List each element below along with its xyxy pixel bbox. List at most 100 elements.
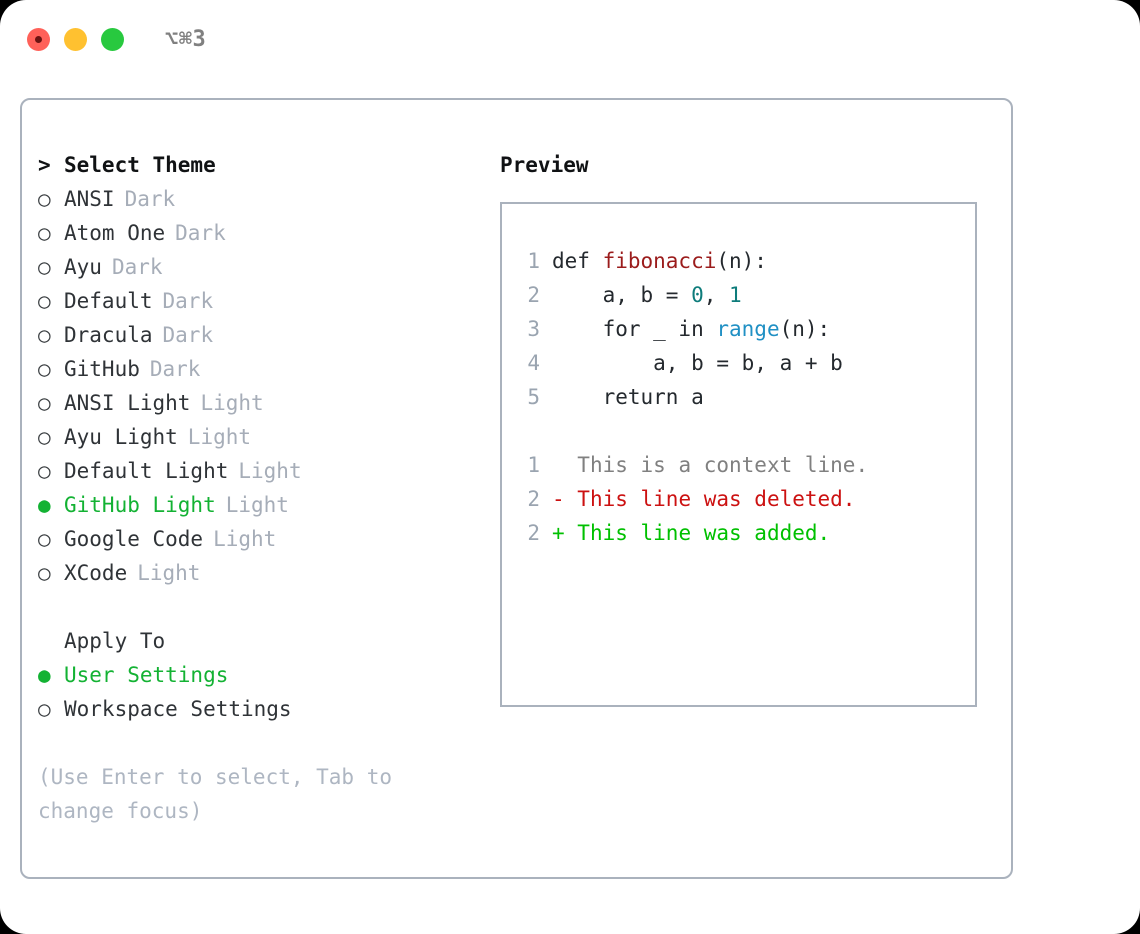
radio-unselected-icon[interactable]: ○ (38, 187, 51, 211)
theme-item-label: XCode (64, 561, 128, 585)
line-number: 2 (527, 487, 540, 511)
theme-item-label: Dracula (64, 323, 153, 347)
radio-unselected-icon[interactable]: ○ (38, 425, 51, 449)
code-line: 3 for _ in range (n): (502, 312, 975, 346)
apply-to-item-user-settings[interactable]: ● User Settings (38, 658, 478, 692)
line-number: 2 (527, 521, 540, 545)
radio-selected-icon[interactable]: ● (38, 663, 51, 687)
theme-item-google-code[interactable]: ○ Google Code Light (38, 522, 478, 556)
code-token: a, b = (552, 283, 692, 307)
theme-item-label: Ayu Light (64, 425, 178, 449)
line-number: 3 (527, 317, 540, 341)
theme-item-tag: Light (187, 425, 252, 449)
minimize-window-button[interactable] (64, 27, 87, 51)
code-token: (n): (779, 317, 831, 341)
line-number: 5 (527, 385, 540, 409)
theme-item-default[interactable]: ○ Default Dark (38, 284, 478, 318)
apply-to-item-label: Workspace Settings (64, 697, 292, 721)
theme-item-default-light[interactable]: ○ Default Light Light (38, 454, 478, 488)
diff-line-added: 2 + This line was added. (502, 516, 975, 550)
theme-item-github[interactable]: ○ GitHub Dark (38, 352, 478, 386)
radio-unselected-icon[interactable]: ○ (38, 459, 51, 483)
theme-selector-list: > Select Theme ○ ANSI Dark ○ Atom One Da… (38, 148, 478, 726)
radio-unselected-icon[interactable]: ○ (38, 357, 51, 381)
traffic-light-group (27, 27, 124, 51)
radio-unselected-icon[interactable]: ○ (38, 255, 51, 279)
theme-item-label: Default (64, 289, 153, 313)
diff-text: This is a context line. (564, 453, 869, 477)
code-token: def (552, 249, 603, 273)
preview-title: Preview (500, 153, 589, 177)
code-line: 4 a, b = b, a + b (502, 346, 975, 380)
list-spacer (38, 590, 478, 624)
code-token: , (703, 283, 730, 307)
maximize-window-button[interactable] (101, 27, 124, 51)
keyboard-hint-text: (Use Enter to select, Tab to change focu… (38, 765, 405, 823)
diff-line-context: 1 This is a context line. (502, 448, 975, 482)
radio-unselected-icon[interactable]: ○ (38, 221, 51, 245)
theme-item-label: ANSI (64, 187, 115, 211)
code-token-function: fibonacci (602, 249, 717, 273)
keyboard-shortcut-label: ⌥⌘3 (165, 26, 207, 52)
select-theme-heading-label: Select Theme (64, 153, 216, 177)
diff-text: This line was added. (564, 521, 831, 545)
theme-item-tag: Dark (111, 255, 163, 279)
radio-unselected-icon[interactable]: ○ (38, 391, 51, 415)
main-panel: > Select Theme ○ ANSI Dark ○ Atom One Da… (20, 98, 1013, 879)
theme-item-label: Atom One (64, 221, 166, 245)
code-token: (n): (716, 249, 767, 273)
apply-to-item-label: User Settings (64, 663, 229, 687)
radio-selected-icon[interactable]: ● (38, 493, 51, 517)
theme-item-ayu[interactable]: ○ Ayu Dark (38, 250, 478, 284)
theme-item-tag: Dark (162, 289, 214, 313)
diff-line-deleted: 2 - This line was deleted. (502, 482, 975, 516)
theme-item-ayu-light[interactable]: ○ Ayu Light Light (38, 420, 478, 454)
preview-box: 1 def fibonacci (n): 2 a, b = 0 , 1 3 fo… (500, 202, 977, 707)
line-number: 2 (527, 283, 540, 307)
radio-unselected-icon[interactable]: ○ (38, 561, 51, 585)
apply-to-heading: Apply To (38, 624, 478, 658)
theme-item-tag: Dark (149, 357, 201, 381)
code-token: for _ in (552, 317, 717, 341)
theme-item-xcode[interactable]: ○ XCode Light (38, 556, 478, 590)
code-line: 1 def fibonacci (n): (502, 244, 975, 278)
theme-item-tag: Light (200, 391, 264, 415)
apply-to-item-workspace-settings[interactable]: ○ Workspace Settings (38, 692, 478, 726)
theme-item-label: GitHub (64, 357, 140, 381)
code-token: return a (552, 385, 704, 409)
code-line: 2 a, b = 0 , 1 (502, 278, 975, 312)
code-line: 5 return a (502, 380, 975, 414)
title-bar: ⌥⌘3 (0, 0, 1140, 78)
theme-item-tag: Light (137, 561, 201, 585)
preview-column: Preview 1 def fibonacci (n): 2 a, b = 0 … (500, 148, 977, 707)
code-token-number: 0 (691, 283, 704, 307)
preview-gap (502, 414, 975, 448)
diff-text: This line was deleted. (564, 487, 856, 511)
theme-item-ansi-light[interactable]: ○ ANSI Light Light (38, 386, 478, 420)
line-number: 1 (527, 249, 540, 273)
radio-unselected-icon[interactable]: ○ (38, 697, 51, 721)
code-token-number: 1 (729, 283, 742, 307)
theme-item-dracula[interactable]: ○ Dracula Dark (38, 318, 478, 352)
theme-item-label: Default Light (64, 459, 229, 483)
code-token: a, b = b, a + b (552, 351, 843, 375)
diff-sign-plus: + (552, 521, 565, 545)
theme-item-label: GitHub Light (64, 493, 216, 517)
diff-sign (552, 453, 565, 477)
select-theme-heading: > Select Theme (38, 148, 478, 182)
theme-item-github-light[interactable]: ● GitHub Light Light (38, 488, 478, 522)
line-number: 4 (527, 351, 540, 375)
theme-item-tag: Light (213, 527, 277, 551)
theme-item-tag: Light (238, 459, 302, 483)
theme-item-ansi[interactable]: ○ ANSI Dark (38, 182, 478, 216)
theme-item-atom-one[interactable]: ○ Atom One Dark (38, 216, 478, 250)
diff-sign-minus: - (552, 487, 565, 511)
caret-icon: > (38, 153, 51, 177)
close-window-button[interactable] (27, 27, 50, 51)
radio-unselected-icon[interactable]: ○ (38, 323, 51, 347)
line-number: 1 (527, 453, 540, 477)
radio-unselected-icon[interactable]: ○ (38, 289, 51, 313)
radio-unselected-icon[interactable]: ○ (38, 527, 51, 551)
theme-item-tag: Dark (175, 221, 226, 245)
theme-item-tag: Dark (124, 187, 176, 211)
